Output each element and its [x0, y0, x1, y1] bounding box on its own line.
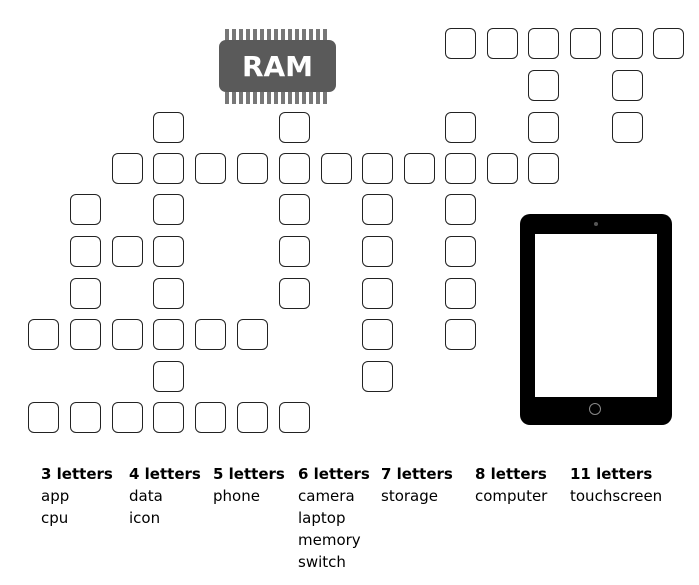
crossword-cell[interactable]: [153, 236, 184, 267]
crossword-cell[interactable]: [153, 194, 184, 225]
word-item: data: [129, 487, 163, 505]
crossword-cell[interactable]: [237, 319, 268, 350]
crossword-cell[interactable]: [528, 28, 559, 59]
crossword-grid: [28, 28, 684, 433]
word-item: storage: [381, 487, 438, 505]
crossword-cell[interactable]: [28, 319, 59, 350]
word-item: computer: [475, 487, 548, 505]
chip-body: RAM: [219, 40, 336, 92]
chip-label: RAM: [241, 49, 314, 83]
crossword-cell[interactable]: [279, 194, 310, 225]
crossword-cell[interactable]: [445, 112, 476, 143]
crossword-cell[interactable]: [28, 402, 59, 433]
crossword-cell[interactable]: [153, 319, 184, 350]
word-group-heading: 7 letters: [381, 465, 453, 483]
crossword-cell[interactable]: [70, 278, 101, 309]
word-item: app: [41, 487, 70, 505]
crossword-cell[interactable]: [279, 402, 310, 433]
crossword-cell[interactable]: [612, 70, 643, 101]
crossword-cell[interactable]: [653, 28, 684, 59]
crossword-cell[interactable]: [70, 319, 101, 350]
word-item: switch: [298, 553, 346, 571]
crossword-cell[interactable]: [321, 153, 352, 184]
crossword-cell[interactable]: [153, 112, 184, 143]
word-group: 8 letters computer: [475, 463, 547, 507]
word-group-heading: 8 letters: [475, 465, 547, 483]
crossword-cell[interactable]: [487, 153, 518, 184]
word-item: camera: [298, 487, 355, 505]
crossword-cell[interactable]: [279, 112, 310, 143]
crossword-cell[interactable]: [445, 153, 476, 184]
word-group-heading: 5 letters: [213, 465, 285, 483]
crossword-cell[interactable]: [528, 153, 559, 184]
crossword-cell[interactable]: [528, 70, 559, 101]
crossword-cell[interactable]: [237, 402, 268, 433]
word-group-heading: 6 letters: [298, 465, 370, 483]
crossword-cell[interactable]: [445, 28, 476, 59]
crossword-cell[interactable]: [112, 236, 143, 267]
crossword-cell[interactable]: [570, 28, 601, 59]
crossword-cell[interactable]: [528, 112, 559, 143]
crossword-cell[interactable]: [362, 236, 393, 267]
word-item: laptop: [298, 509, 346, 527]
word-group: 5 letters phone: [213, 463, 285, 507]
ram-chip-image: RAM: [219, 29, 336, 104]
crossword-cell[interactable]: [612, 112, 643, 143]
crossword-cell[interactable]: [153, 278, 184, 309]
crossword-cell[interactable]: [612, 28, 643, 59]
crossword-cell[interactable]: [70, 402, 101, 433]
word-item: touchscreen: [570, 487, 663, 505]
crossword-cell[interactable]: [445, 194, 476, 225]
word-group: 3 letters app cpu: [41, 463, 113, 529]
crossword-cell[interactable]: [279, 236, 310, 267]
tablet-home-button: [589, 403, 601, 415]
word-group: 4 letters data icon: [129, 463, 201, 529]
chip-pins-bottom: [225, 92, 330, 104]
crossword-cell[interactable]: [279, 278, 310, 309]
tablet-screen: [535, 234, 657, 397]
word-group-heading: 3 letters: [41, 465, 113, 483]
crossword-cell[interactable]: [112, 153, 143, 184]
crossword-cell[interactable]: [153, 153, 184, 184]
word-group-heading: 4 letters: [129, 465, 201, 483]
crossword-cell[interactable]: [445, 319, 476, 350]
crossword-cell[interactable]: [112, 402, 143, 433]
crossword-cell[interactable]: [362, 361, 393, 392]
crossword-cell[interactable]: [362, 319, 393, 350]
crossword-cell[interactable]: [362, 278, 393, 309]
crossword-cell[interactable]: [153, 402, 184, 433]
word-item: phone: [213, 487, 260, 505]
crossword-cell[interactable]: [70, 236, 101, 267]
crossword-cell[interactable]: [445, 236, 476, 267]
crossword-cell[interactable]: [362, 194, 393, 225]
crossword-cell[interactable]: [237, 153, 268, 184]
word-item: icon: [129, 509, 161, 527]
tablet-camera: [594, 222, 598, 226]
crossword-cell[interactable]: [445, 278, 476, 309]
crossword-cell[interactable]: [195, 153, 226, 184]
chip-pins-top: [225, 29, 330, 41]
word-group: 6 letters camera laptop memory switch: [298, 463, 370, 573]
crossword-cell[interactable]: [195, 402, 226, 433]
word-group: 11 letters touchscreen: [570, 463, 662, 507]
crossword-cell[interactable]: [70, 194, 101, 225]
crossword-cell[interactable]: [153, 361, 184, 392]
word-item: memory: [298, 531, 361, 549]
word-item: cpu: [41, 509, 69, 527]
crossword-cell[interactable]: [487, 28, 518, 59]
crossword-cell[interactable]: [195, 319, 226, 350]
crossword-cell[interactable]: [362, 153, 393, 184]
crossword-cell[interactable]: [279, 153, 310, 184]
word-group: 7 letters storage: [381, 463, 453, 507]
word-group-heading: 11 letters: [570, 465, 653, 483]
crossword-cell[interactable]: [404, 153, 435, 184]
crossword-cell[interactable]: [112, 319, 143, 350]
tablet-image: [520, 214, 672, 425]
